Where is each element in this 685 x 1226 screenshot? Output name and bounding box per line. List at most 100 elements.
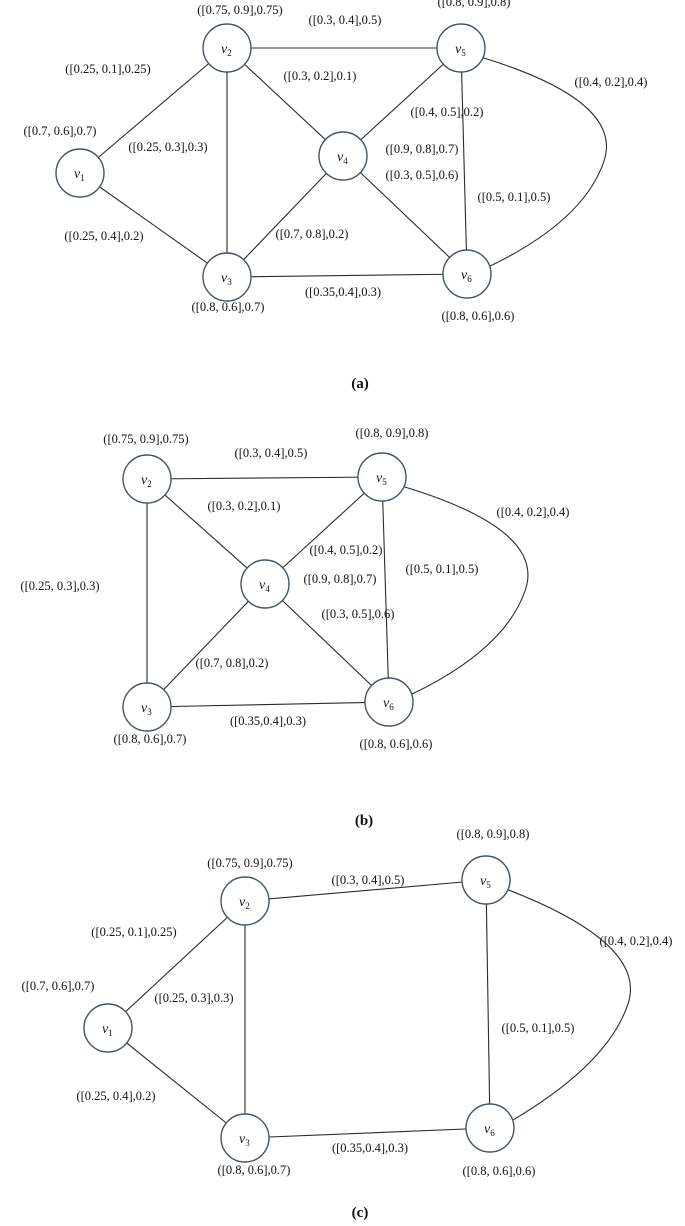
node-value-v5: ([0.8, 0.9],0.8) — [438, 0, 511, 9]
edge-v2-v5 — [146, 476, 383, 480]
node-v2 — [220, 876, 270, 926]
node-value-v1: ([0.7, 0.6],0.7) — [22, 979, 95, 993]
node-value-v4: ([0.9, 0.8],0.7) — [386, 142, 459, 156]
node-value-v2: ([0.75, 0.9],0.75) — [197, 3, 282, 17]
node-v5 — [357, 452, 407, 502]
node-v4 — [318, 131, 368, 181]
edge-value-v2-v4: ([0.3, 0.2],0.1) — [284, 69, 357, 83]
node-value-v4: ([0.9, 0.8],0.7) — [304, 572, 377, 586]
edge-v5-v6 — [482, 57, 607, 268]
edge-v3-v6 — [146, 701, 390, 708]
edge-value-v2-v5: ([0.3, 0.4],0.5) — [235, 446, 308, 460]
node-name-v5: v5 — [455, 42, 466, 58]
edge-v5-v6 — [403, 486, 529, 696]
node-v2 — [202, 23, 252, 73]
edge-value-v4-v6: ([0.3, 0.5],0.6) — [322, 607, 395, 621]
edge-v2-v5 — [244, 879, 487, 902]
node-v1 — [83, 1003, 133, 1053]
node-name-v2: v2 — [221, 42, 232, 58]
edge-value-v4-v5: ([0.4, 0.5],0.2) — [310, 543, 383, 557]
node-name-v6: v6 — [484, 1122, 495, 1138]
edge-value-v5-v6: ([0.4, 0.2],0.4) — [497, 505, 570, 519]
edge-v5-v6 — [485, 879, 491, 1129]
edge-value-v3-v4: ([0.7, 0.8],0.2) — [276, 227, 349, 241]
edge-value-v1-v3: ([0.25, 0.4],0.2) — [64, 229, 143, 243]
node-v6 — [364, 677, 414, 727]
graph-caption: (b) — [355, 813, 373, 829]
node-value-v3: ([0.8, 0.6],0.7) — [114, 732, 187, 746]
edge-v1-v3 — [79, 172, 228, 278]
edge-value-v4-v5: ([0.4, 0.5],0.2) — [411, 105, 484, 119]
edge-v4-v5 — [342, 47, 462, 157]
edge-value-v5-v6: ([0.5, 0.1],0.5) — [502, 1021, 575, 1035]
node-v6 — [465, 1103, 515, 1153]
graph-c: v1 ([0.7, 0.6],0.7) v2 ([0.75, 0.9],0.75) v3… — [22, 827, 673, 1221]
edge-v5-v6 — [381, 476, 390, 703]
node-v3 — [202, 252, 252, 302]
edge-v5-v6 — [507, 889, 632, 1122]
edge-v3-v4 — [146, 583, 266, 708]
node-value-v2: ([0.75, 0.9],0.75) — [207, 856, 292, 870]
node-v5 — [436, 23, 486, 73]
node-name-v1: v1 — [74, 167, 85, 183]
node-value-v3: ([0.8, 0.6],0.7) — [192, 300, 265, 314]
edge-value-v2-v4: ([0.3, 0.2],0.1) — [208, 499, 281, 513]
edge-v4-v6 — [264, 583, 390, 703]
node-value-v6: ([0.8, 0.6],0.6) — [442, 309, 515, 323]
edge-value-v1-v2: ([0.25, 0.1],0.25) — [91, 925, 176, 939]
node-name-v5: v5 — [480, 874, 491, 890]
node-value-v6: ([0.8, 0.6],0.6) — [463, 1164, 536, 1178]
node-name-v3: v3 — [141, 701, 152, 717]
node-v4 — [240, 559, 290, 609]
edge-value-v5-v6: ([0.4, 0.2],0.4) — [600, 934, 673, 948]
edge-v3-v4 — [226, 155, 344, 278]
edge-v4-v6 — [342, 155, 468, 275]
node-name-v4: v4 — [337, 150, 348, 166]
node-value-v5: ([0.8, 0.9],0.8) — [356, 426, 429, 440]
edge-v2-v4 — [226, 47, 344, 157]
node-name-v4: v4 — [259, 578, 270, 594]
node-v3 — [122, 682, 172, 732]
edge-v2-v4 — [146, 478, 266, 585]
node-name-v5: v5 — [376, 471, 387, 487]
node-v3 — [220, 1113, 270, 1163]
node-value-v1: ([0.7, 0.6],0.7) — [24, 124, 97, 138]
edge-value-v1-v2: ([0.25, 0.1],0.25) — [65, 62, 150, 76]
node-v5 — [461, 855, 511, 905]
node-value-v3: ([0.8, 0.6],0.7) — [218, 1163, 291, 1177]
node-value-v6: ([0.8, 0.6],0.6) — [360, 737, 433, 751]
edge-value-v2-v3: ([0.25, 0.3],0.3) — [20, 579, 99, 593]
edge-v1-v2 — [107, 900, 246, 1029]
graph-a: v1 ([0.7, 0.6],0.7) v2 ([0.75, 0.9],0.75) v3… — [24, 0, 648, 392]
node-name-v2: v2 — [141, 473, 152, 489]
edge-value-v3-v6: ([0.35,0.4],0.3) — [230, 714, 306, 728]
edge-value-v1-v3: ([0.25, 0.4],0.2) — [76, 1089, 155, 1103]
node-value-v5: ([0.8, 0.9],0.8) — [457, 827, 530, 841]
graph-caption: (c) — [352, 1205, 369, 1221]
graph-b: v2 ([0.75, 0.9],0.75) v3 ([0.8, 0.6],0.7) v4… — [20, 426, 569, 829]
edge-value-v4-v6: ([0.3, 0.5],0.6) — [386, 168, 459, 182]
edge-v5-v6 — [460, 47, 468, 275]
node-name-v1: v1 — [102, 1022, 113, 1038]
node-name-v2: v2 — [239, 895, 250, 911]
edge-value-v2-v3: ([0.25, 0.3],0.3) — [128, 140, 207, 154]
node-v6 — [442, 249, 492, 299]
edge-value-v5-v6: ([0.5, 0.1],0.5) — [478, 190, 551, 204]
edge-value-v2-v5: ([0.3, 0.4],0.5) — [309, 13, 382, 27]
edge-value-v5-v6: ([0.4, 0.2],0.4) — [575, 75, 648, 89]
node-v2 — [122, 454, 172, 504]
node-name-v6: v6 — [461, 268, 472, 284]
edge-value-v3-v6: ([0.35,0.4],0.3) — [305, 285, 381, 299]
node-name-v3: v3 — [221, 271, 232, 287]
node-v1 — [55, 148, 105, 198]
edge-value-v2-v5: ([0.3, 0.4],0.5) — [332, 873, 405, 887]
edge-v3-v6 — [244, 1127, 491, 1139]
edge-v1-v2 — [79, 47, 228, 174]
edge-v3-v6 — [226, 273, 468, 278]
node-name-v6: v6 — [383, 696, 394, 712]
edge-v4-v5 — [264, 476, 383, 585]
node-name-v3: v3 — [239, 1132, 250, 1148]
edge-value-v5-v6: ([0.5, 0.1],0.5) — [406, 562, 479, 576]
node-value-v2: ([0.75, 0.9],0.75) — [103, 432, 188, 446]
